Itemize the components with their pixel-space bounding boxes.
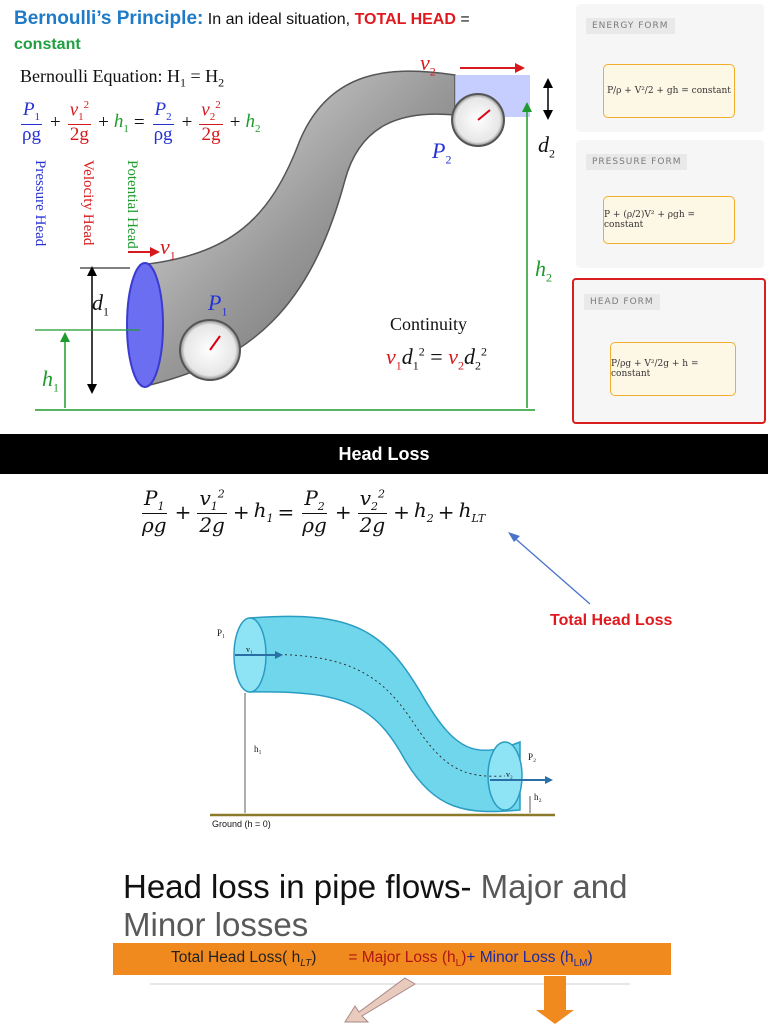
major-minor-title: Head loss in pipe flows- Major and Minor…: [123, 868, 723, 944]
d1-label: d1: [92, 290, 109, 319]
pipe2-h1-label: h₁: [254, 744, 262, 754]
v2-label: v2: [420, 50, 436, 79]
bern-eq-mid: = H: [185, 66, 219, 86]
bernoulli-pipe-illustration: [35, 63, 553, 411]
bar-total-label: Total Head Loss( hLT): [171, 948, 317, 970]
eq-h1-term: h1: [113, 110, 129, 135]
bern-eq-sub1: 1: [179, 75, 186, 90]
loss-branch-arrows: [150, 976, 630, 1024]
total-head-label: TOTAL HEAD: [354, 11, 456, 28]
ground-label: Ground (h = 0): [212, 819, 271, 829]
title-equals: =: [455, 11, 470, 28]
energy-form-card: ENERGY FORM P/ρ + V²/2 + gh = constant: [576, 4, 764, 132]
energy-form-tag: ENERGY FORM: [586, 18, 675, 34]
pressure-form-formula: P + (ρ/2)V² + ρgh = constant: [603, 196, 735, 244]
head-loss-pipe-diagram: [210, 615, 555, 817]
bern-eq-sub2: 2: [218, 75, 225, 90]
p2-label: P2: [432, 138, 452, 167]
head-form-card: HEAD FORM P/ρg + V²/2g + h = constant: [572, 278, 766, 424]
total-head-loss-label: Total Head Loss: [550, 612, 673, 629]
bar-major-loss: = Major Loss (hL): [348, 948, 467, 970]
continuity-label: Continuity: [390, 314, 468, 334]
total-head-loss-bar: Total Head Loss( hLT) = Major Loss (hL) …: [113, 943, 671, 975]
v1-label: v1: [160, 234, 176, 263]
pressure-form-card: PRESSURE FORM P + (ρ/2)V² + ρgh = consta…: [576, 140, 764, 268]
pipe2-p2-label: P₂: [528, 752, 537, 762]
v1-arrowhead: [150, 247, 160, 257]
major-title-dark: Head loss in pipe flows-: [123, 868, 481, 905]
pressure-gauge-2: [451, 93, 505, 147]
head-form-tag: HEAD FORM: [584, 294, 660, 310]
pipe2-body: [249, 615, 521, 813]
v2-arrowhead: [515, 63, 525, 73]
title-rest: In an ideal situation,: [203, 11, 355, 28]
bernoulli-equation-label: Bernoulli Equation: H1 = H2: [20, 66, 224, 91]
bar-minor-loss: + Minor Loss (hLM): [466, 948, 593, 970]
h2-label: h2: [535, 256, 552, 285]
pipe-inlet: [126, 262, 164, 388]
h1-label: h1: [42, 366, 59, 395]
pipe2-h2-label: h₂: [534, 792, 542, 802]
constant-label: constant: [14, 36, 81, 53]
energy-form-formula: P/ρ + V²/2 + gh = constant: [603, 64, 735, 118]
bernoulli-title: Bernoulli’s Principle: In an ideal situa…: [14, 8, 470, 30]
continuity-equation: v1d12 = v2d22: [386, 344, 487, 373]
pipe2-v2-label: v₂: [506, 770, 513, 779]
pipe2-p1-label: P₁: [217, 628, 226, 638]
bern-eq-text: Bernoulli Equation: H: [20, 66, 180, 86]
pipe2-v1-label: v₁: [246, 645, 253, 654]
eq-h2-term: h2: [245, 110, 261, 135]
p1-label: P1: [208, 290, 228, 319]
title-bold: Bernoulli’s Principle:: [14, 8, 204, 29]
major-title-line2: Minor losses: [123, 906, 309, 943]
total-head-loss-arrow: [508, 532, 591, 605]
d2-label: d2: [538, 132, 555, 161]
head-form-formula: P/ρg + V²/2g + h = constant: [610, 342, 736, 396]
major-title-grey: Major and: [480, 868, 628, 905]
head-loss-heading: Head Loss: [0, 434, 768, 474]
pressure-form-tag: PRESSURE FORM: [586, 154, 688, 170]
pressure-gauge-1: [179, 319, 241, 381]
